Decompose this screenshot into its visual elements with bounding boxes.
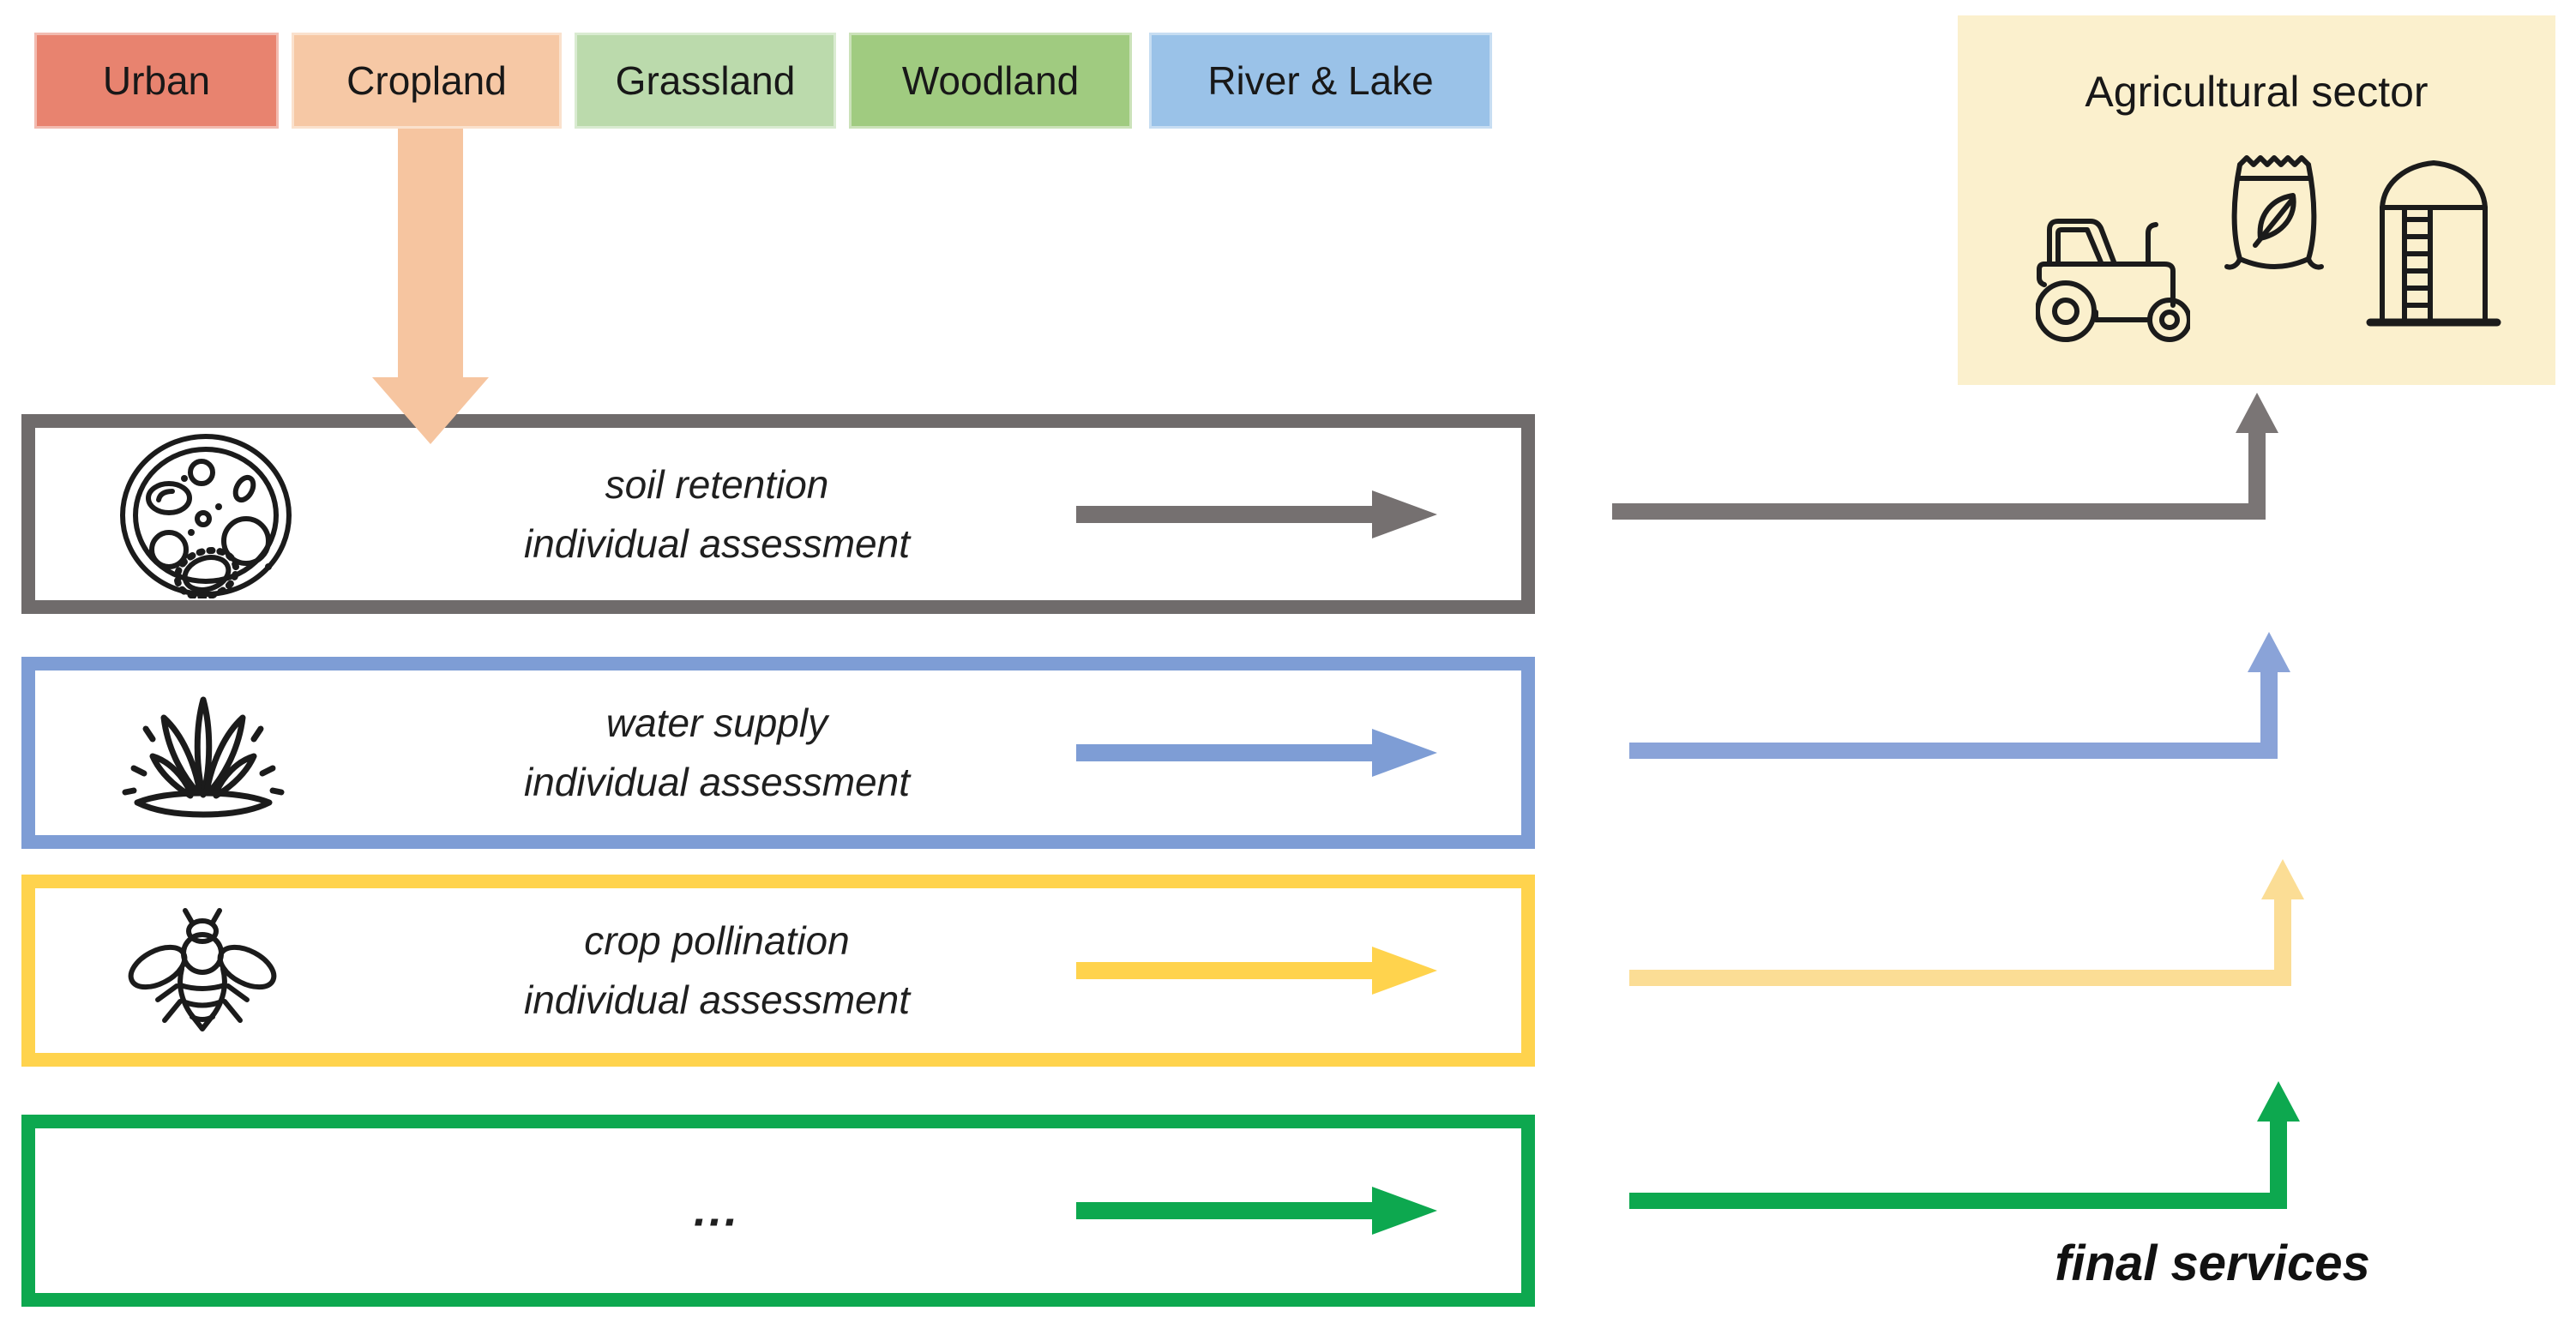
other-services-elbow-arrowhead [2257,1081,2300,1122]
ellipsis-text: ... [693,1184,740,1236]
soil-retention-elbow-horizontal [1612,503,2266,520]
other-services-label: ... [374,1176,1060,1246]
agricultural-sector-box: Agricultural sector [1958,15,2555,385]
crop-pollination-label: crop pollination individual assessment [374,911,1060,1030]
legend-item-grassland: Grassland [575,33,836,129]
water-supply-elbow-arrowhead [2248,632,2290,672]
crop-pollination-assessment-box: crop pollination individual assessment [21,875,1535,1067]
service-detail: individual assessment [523,520,910,566]
water-supply-assessment-box: water supply individual assessment [21,657,1535,849]
water-supply-internal-arrowhead [1372,729,1437,777]
cropland-flow-arrow-stem [398,129,463,379]
other-services-elbow-horizontal [1629,1193,2287,1209]
final-services-caption: final services [2055,1236,2370,1291]
service-name: crop pollination [584,918,850,963]
legend-item-woodland: Woodland [849,33,1132,129]
other-services-internal-arrowhead [1372,1187,1437,1235]
bee-icon [125,904,280,1041]
legend-item-cropland: Cropland [292,33,562,129]
crop-pollination-elbow-horizontal [1629,970,2291,986]
grain-silo-icon [2363,153,2505,340]
crop-pollination-internal-arrowhead [1372,947,1437,995]
soil-retention-assessment-box: soil retention individual assessment [21,414,1535,614]
other-services-assessment-box: ... [21,1115,1535,1307]
soil-retention-internal-arrow-shaft [1076,505,1372,523]
other-services-elbow-vertical [2270,1122,2287,1209]
water-supply-elbow-vertical [2260,672,2278,759]
legend-label-grassland: Grassland [615,58,796,103]
service-name: soil retention [605,461,829,507]
water-spring-icon [120,677,287,823]
agricultural-sector-title: Agricultural sector [2085,68,2429,116]
tractor-icon [2036,216,2190,343]
legend-item-urban: Urban [34,33,279,129]
water-supply-label: water supply individual assessment [374,694,1060,812]
service-name: water supply [605,701,828,745]
water-supply-internal-arrow-shaft [1076,744,1372,761]
service-detail: individual assessment [523,760,910,804]
legend-label-urban: Urban [102,58,211,103]
soil-retention-label: soil retention individual assessment [374,455,1060,574]
crop-pollination-elbow-vertical [2274,899,2291,986]
soil-retention-internal-arrowhead [1372,490,1437,538]
crop-pollination-internal-arrow-shaft [1076,962,1372,979]
legend-item-river-lake: River & Lake [1149,33,1492,129]
other-services-internal-arrow-shaft [1076,1202,1372,1219]
soil-retention-elbow-arrowhead [2236,393,2278,433]
legend-label-river-lake: River & Lake [1207,58,1434,103]
legend-label-cropland: Cropland [346,58,507,103]
seed-bag-icon [2221,147,2328,285]
petri-dish-microbes-icon [116,431,296,598]
legend-label-woodland: Woodland [901,58,1080,103]
water-supply-elbow-horizontal [1629,743,2278,759]
service-detail: individual assessment [523,977,910,1022]
soil-retention-elbow-vertical [2248,433,2266,520]
crop-pollination-elbow-arrowhead [2261,859,2304,899]
cropland-flow-arrow-head [372,377,489,444]
